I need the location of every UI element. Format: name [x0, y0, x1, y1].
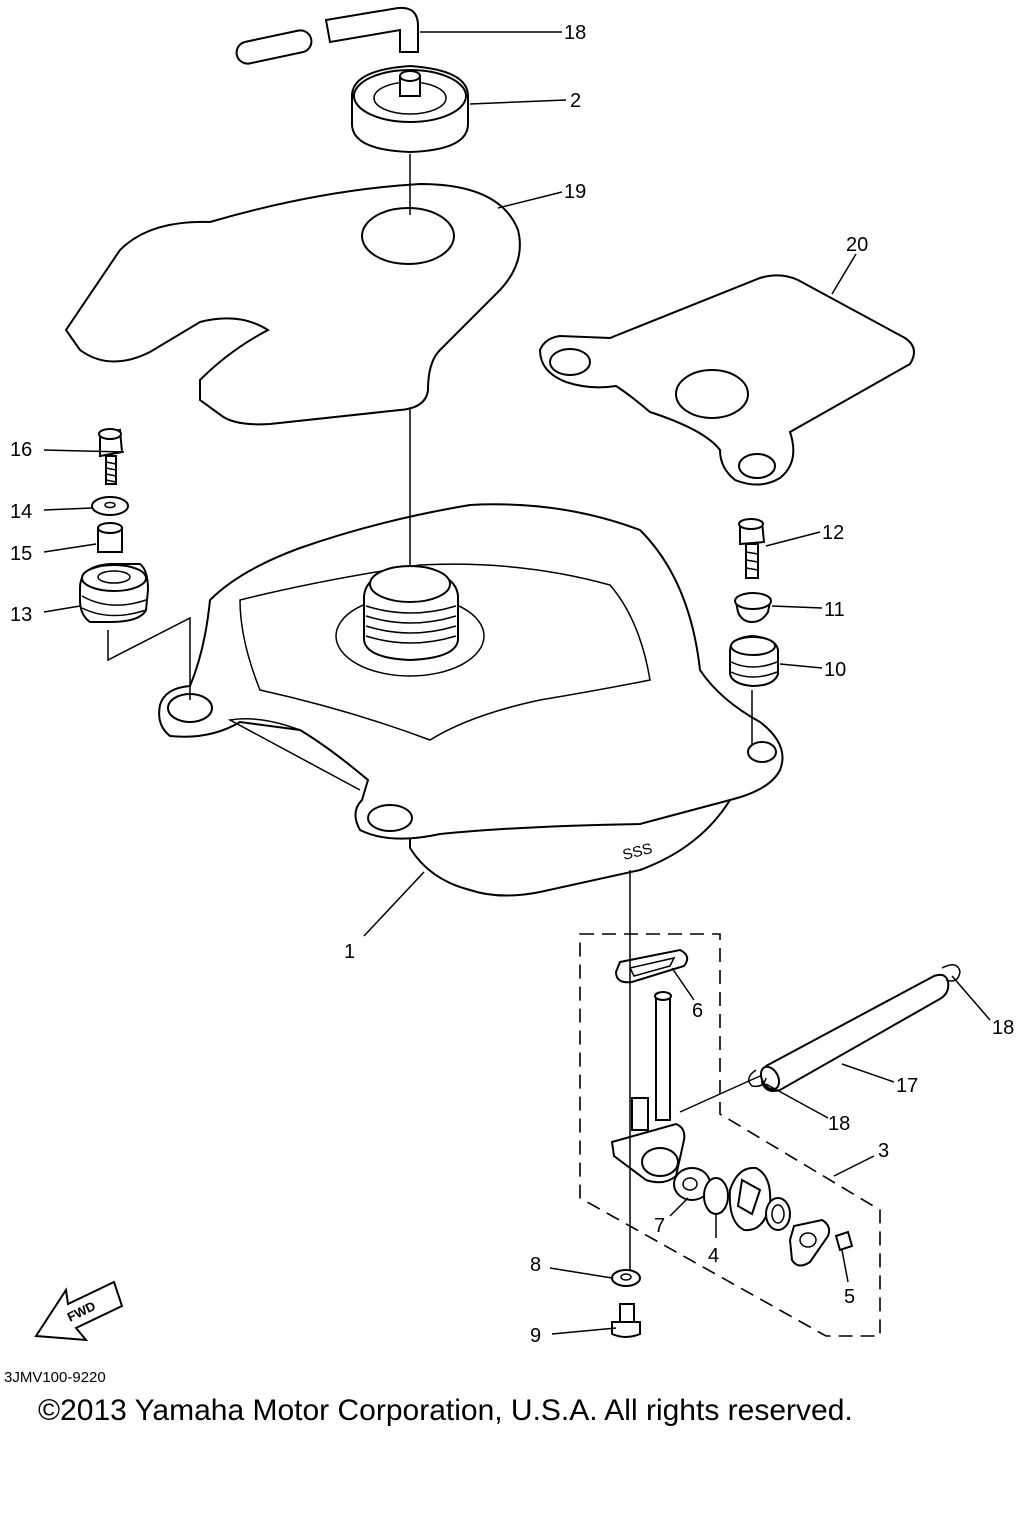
callout-5: 5: [844, 1286, 855, 1308]
drain-hardware: [611, 1269, 641, 1338]
callout-16: 16: [10, 439, 32, 461]
callout-15: 15: [10, 543, 32, 565]
callout-11: 11: [824, 599, 845, 621]
leader-lines: [43, 31, 991, 1335]
heat-shield-part: [538, 274, 915, 486]
fuel-hose-part: [748, 964, 961, 1092]
left-mount-hardware: [79, 428, 150, 623]
callout-10: 10: [824, 659, 846, 681]
fuel-tank-part: SSS: [158, 503, 784, 897]
callout-9: 9: [530, 1325, 541, 1347]
assembly-lines: [107, 154, 761, 1270]
callout-3: 3: [878, 1140, 889, 1162]
callout-18-lower: 18: [828, 1113, 850, 1135]
right-mount-hardware: [729, 518, 779, 688]
forward-arrow-icon: FWD: [34, 1280, 124, 1342]
callout-13: 13: [10, 604, 32, 626]
callout-18-upper: 18: [992, 1017, 1014, 1039]
callout-7: 7: [654, 1215, 665, 1237]
callout-17: 17: [896, 1075, 918, 1097]
callout-1: 1: [344, 941, 355, 963]
svg-text:SSS: SSS: [621, 840, 654, 864]
breather-hose-part: [235, 6, 419, 65]
copyright-notice: ©2013 Yamaha Motor Corporation, U.S.A. A…: [38, 1394, 853, 1427]
callout-2: 2: [570, 90, 581, 112]
callout-20: 19: [564, 181, 586, 203]
callout-12: 12: [822, 522, 844, 544]
diagram-code: 3JMV100-9220: [4, 1369, 106, 1386]
callout-4: 4: [708, 1245, 719, 1267]
fuel-cap-part: [351, 64, 469, 154]
callout-19: 18: [564, 22, 586, 44]
callout-14: 14: [10, 501, 32, 523]
callout-8: 8: [530, 1254, 541, 1276]
callout-labels: 18 2 19 20 16 14 15 13 12 11 10 1 6 7 4 …: [10, 22, 1014, 1347]
tank-cover-pad-part: [64, 182, 521, 426]
callout-21: 20: [846, 234, 868, 256]
callout-6: 6: [692, 1000, 703, 1022]
